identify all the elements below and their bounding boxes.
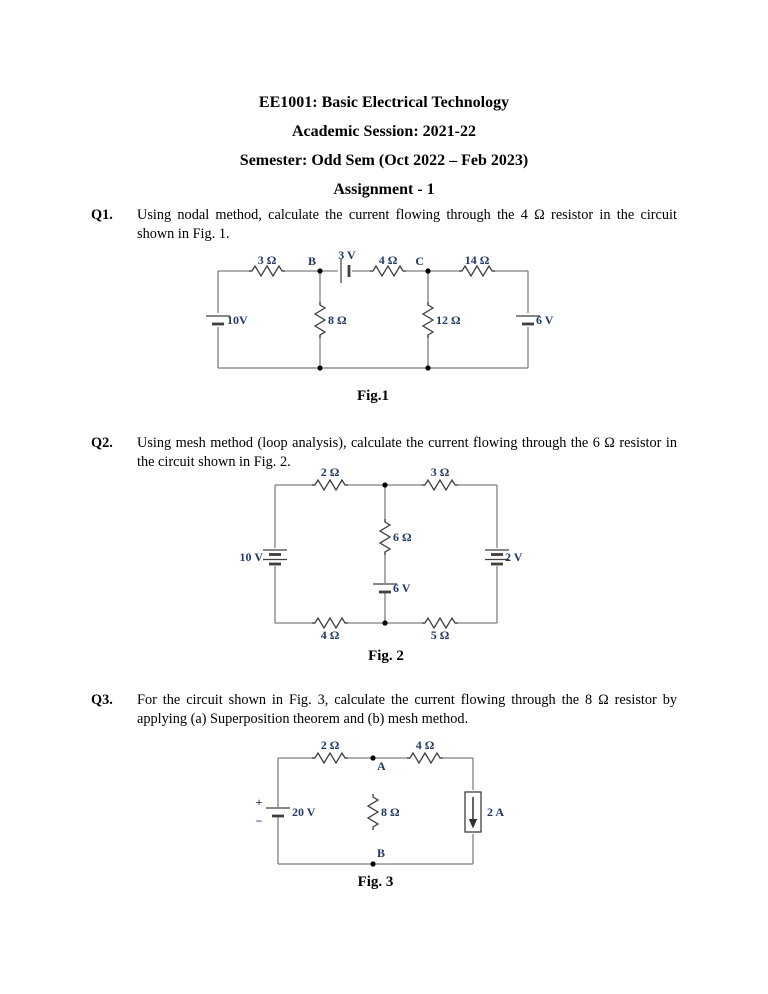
- question-3-text: For the circuit shown in Fig. 3, calcula…: [137, 692, 677, 727]
- fig3-label-i2: 2 A: [487, 805, 504, 819]
- fig1-label-r4: 4 Ω: [379, 253, 398, 267]
- question-1-text: Using nodal method, calculate the curren…: [137, 207, 677, 242]
- fig2-label-r6: 6 Ω: [393, 530, 412, 544]
- fig2-labels: 2 Ω 3 Ω 10 V 2 V 6 Ω 6 V 4 Ω 5 Ω: [240, 465, 523, 642]
- figure-1: 3 Ω B 3 V 4 Ω C 14 Ω 10V 8 Ω 12 Ω 6 V Fi…: [190, 248, 560, 405]
- fig3-label-r2: 2 Ω: [321, 740, 340, 752]
- fig3-label-minus: −: [256, 814, 263, 828]
- fig1-nodes: [317, 268, 431, 371]
- question-3: Q3. For the circuit shown in Fig. 3, cal…: [91, 691, 677, 729]
- fig1-caption: Fig.1: [356, 388, 390, 404]
- fig2-label-r5: 5 Ω: [431, 628, 450, 642]
- document-header: EE1001: Basic Electrical Technology Acad…: [0, 88, 768, 204]
- fig2-nodes: [382, 482, 388, 626]
- question-2-text: Using mesh method (loop analysis), calcu…: [137, 435, 677, 470]
- fig1-label-v6: 6 V: [536, 313, 554, 327]
- fig1-label-r14: 14 Ω: [465, 253, 490, 267]
- fig3-label-v20: 20 V: [292, 805, 316, 819]
- current-source-box: [464, 791, 482, 833]
- semester-line: Semester: Odd Sem (Oct 2022 – Feb 2023): [239, 152, 529, 169]
- academic-session: Academic Session: 2021-22: [292, 123, 476, 140]
- fig3-label-r8: 8 Ω: [381, 805, 400, 819]
- fig3-caption: Fig. 3: [357, 874, 394, 890]
- fig1-labels: 3 Ω B 3 V 4 Ω C 14 Ω 10V 8 Ω 12 Ω 6 V: [227, 248, 554, 327]
- assignment-title: Assignment - 1: [333, 181, 435, 198]
- fig1-label-node-b: B: [308, 254, 316, 268]
- fig1-label-v3: 3 V: [338, 248, 356, 262]
- figure-2: 2 Ω 3 Ω 10 V 2 V 6 Ω 6 V 4 Ω 5 Ω Fig. 2: [230, 458, 580, 665]
- fig2-caption: Fig. 2: [368, 648, 404, 664]
- fig1-circuit-diagram: 3 Ω B 3 V 4 Ω C 14 Ω 10V 8 Ω 12 Ω 6 V: [204, 248, 554, 371]
- fig2-wires: [274, 484, 498, 624]
- fig2-circuit-diagram: 2 Ω 3 Ω 10 V 2 V 6 Ω 6 V 4 Ω 5 Ω: [240, 465, 523, 642]
- fig3-components: [264, 752, 482, 833]
- question-2: Q2. Using mesh method (loop analysis), c…: [91, 434, 677, 472]
- fig1-label-v10: 10V: [227, 313, 248, 327]
- fig2-components: [261, 479, 511, 629]
- question-3-number: Q3.: [91, 692, 113, 708]
- fig1-label-r12: 12 Ω: [436, 313, 461, 327]
- fig3-label-node-b: B: [377, 846, 385, 860]
- fig3-label-plus: +: [256, 795, 263, 809]
- fig3-label-node-a: A: [377, 759, 386, 773]
- fig1-wires: [217, 270, 529, 369]
- question-1-number: Q1.: [91, 207, 113, 223]
- course-title: EE1001: Basic Electrical Technology: [258, 94, 510, 111]
- fig2-label-v2: 2 V: [505, 550, 523, 564]
- question-2-number: Q2.: [91, 435, 113, 451]
- figure-3: 2 Ω 4 Ω A + − 20 V 8 Ω 2 A B Fig. 3: [250, 740, 530, 891]
- fig2-label-r3: 3 Ω: [431, 465, 450, 479]
- fig2-component-masks: [269, 479, 503, 629]
- fig3-current-source-arrow: [468, 797, 478, 829]
- fig3-nodes: [370, 755, 376, 867]
- fig2-label-r2: 2 Ω: [321, 465, 340, 479]
- fig2-label-v10: 10 V: [240, 550, 264, 564]
- fig1-label-r3: 3 Ω: [258, 253, 277, 267]
- fig3-labels: 2 Ω 4 Ω A + − 20 V 8 Ω 2 A B: [256, 740, 505, 860]
- fig1-label-node-c: C: [415, 254, 424, 268]
- fig1-label-r8: 8 Ω: [328, 313, 347, 327]
- fig3-label-r4: 4 Ω: [416, 740, 435, 752]
- fig3-circuit-diagram: 2 Ω 4 Ω A + − 20 V 8 Ω 2 A B: [256, 740, 505, 867]
- question-1: Q1. Using nodal method, calculate the cu…: [91, 206, 677, 244]
- fig2-label-v6: 6 V: [393, 581, 411, 595]
- fig2-label-r4: 4 Ω: [321, 628, 340, 642]
